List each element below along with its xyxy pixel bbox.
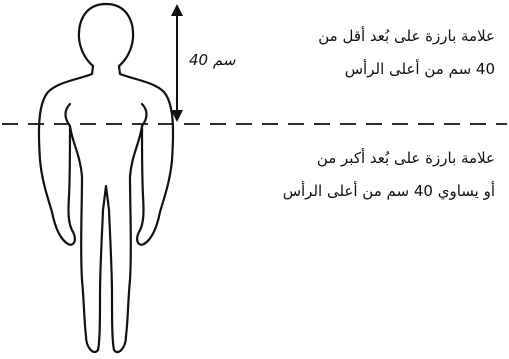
caption-above-line-1: علامة بارزة على بُعد أقل من bbox=[318, 20, 495, 53]
caption-above-line-2: 40 سم من أعلى الرأس bbox=[318, 53, 495, 86]
human-figure-outline bbox=[39, 4, 173, 352]
caption-above-threshold: علامة بارزة على بُعد أقل من 40 سم من أعل… bbox=[318, 20, 495, 86]
left-arm-inner-line bbox=[66, 104, 71, 126]
measurement-label: 40 سم bbox=[189, 51, 235, 69]
caption-below-threshold: علامة بارزة على بُعد أكبر من أو يساوي 40… bbox=[283, 142, 495, 208]
caption-below-line-2: أو يساوي 40 سم من أعلى الرأس bbox=[283, 175, 495, 208]
caption-below-line-1: علامة بارزة على بُعد أكبر من bbox=[283, 142, 495, 175]
measurement-arrow-top-head bbox=[171, 4, 183, 16]
right-arm-inner-line bbox=[142, 104, 147, 126]
